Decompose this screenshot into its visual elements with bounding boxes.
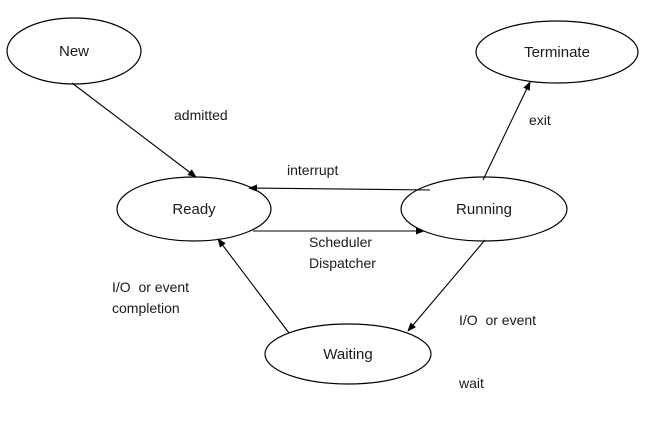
label-interrupt: interrupt [287,160,338,181]
arrow-running-to-ready-interrupt [248,184,431,192]
state-waiting-label: Waiting [323,346,372,363]
arrow-running-to-terminate [482,81,531,181]
state-new-label: New [59,43,89,60]
arrow-running-to-waiting [407,239,486,332]
label-io-wait: I/O or event wait [459,268,536,436]
state-waiting-ellipse [264,323,432,385]
state-running-label: Running [456,201,512,218]
label-scheduler-dispatcher: Scheduler Dispatcher [309,232,376,274]
label-io-completion: I/O or event completion [112,277,189,319]
arrow-waiting-to-ready [217,238,290,334]
label-io-completion-line-2: completion [112,300,180,316]
state-ready-label: Ready [172,201,216,218]
state-terminate-ellipse [475,20,639,84]
label-io-wait-line-1: I/O or event [459,312,537,328]
label-interrupt-text: interrupt [287,162,339,178]
label-io-wait-line-2: wait [459,375,484,391]
label-exit-text: exit [529,112,551,128]
label-admitted-text: admitted [174,107,228,123]
label-io-completion-line-1: I/O or event [112,279,190,295]
label-scheduler-line: Scheduler [309,234,373,250]
label-exit: exit [529,110,551,131]
label-admitted: admitted [174,105,228,126]
arrow-new-to-ready [71,82,197,178]
diagram-canvas: New Terminate Ready Running Waiting [6,17,639,385]
state-terminate-label: Terminate [524,44,590,61]
process-state-diagram: New Terminate Ready Running Waiting admi… [6,17,639,391]
label-dispatcher-line: Dispatcher [309,255,376,271]
